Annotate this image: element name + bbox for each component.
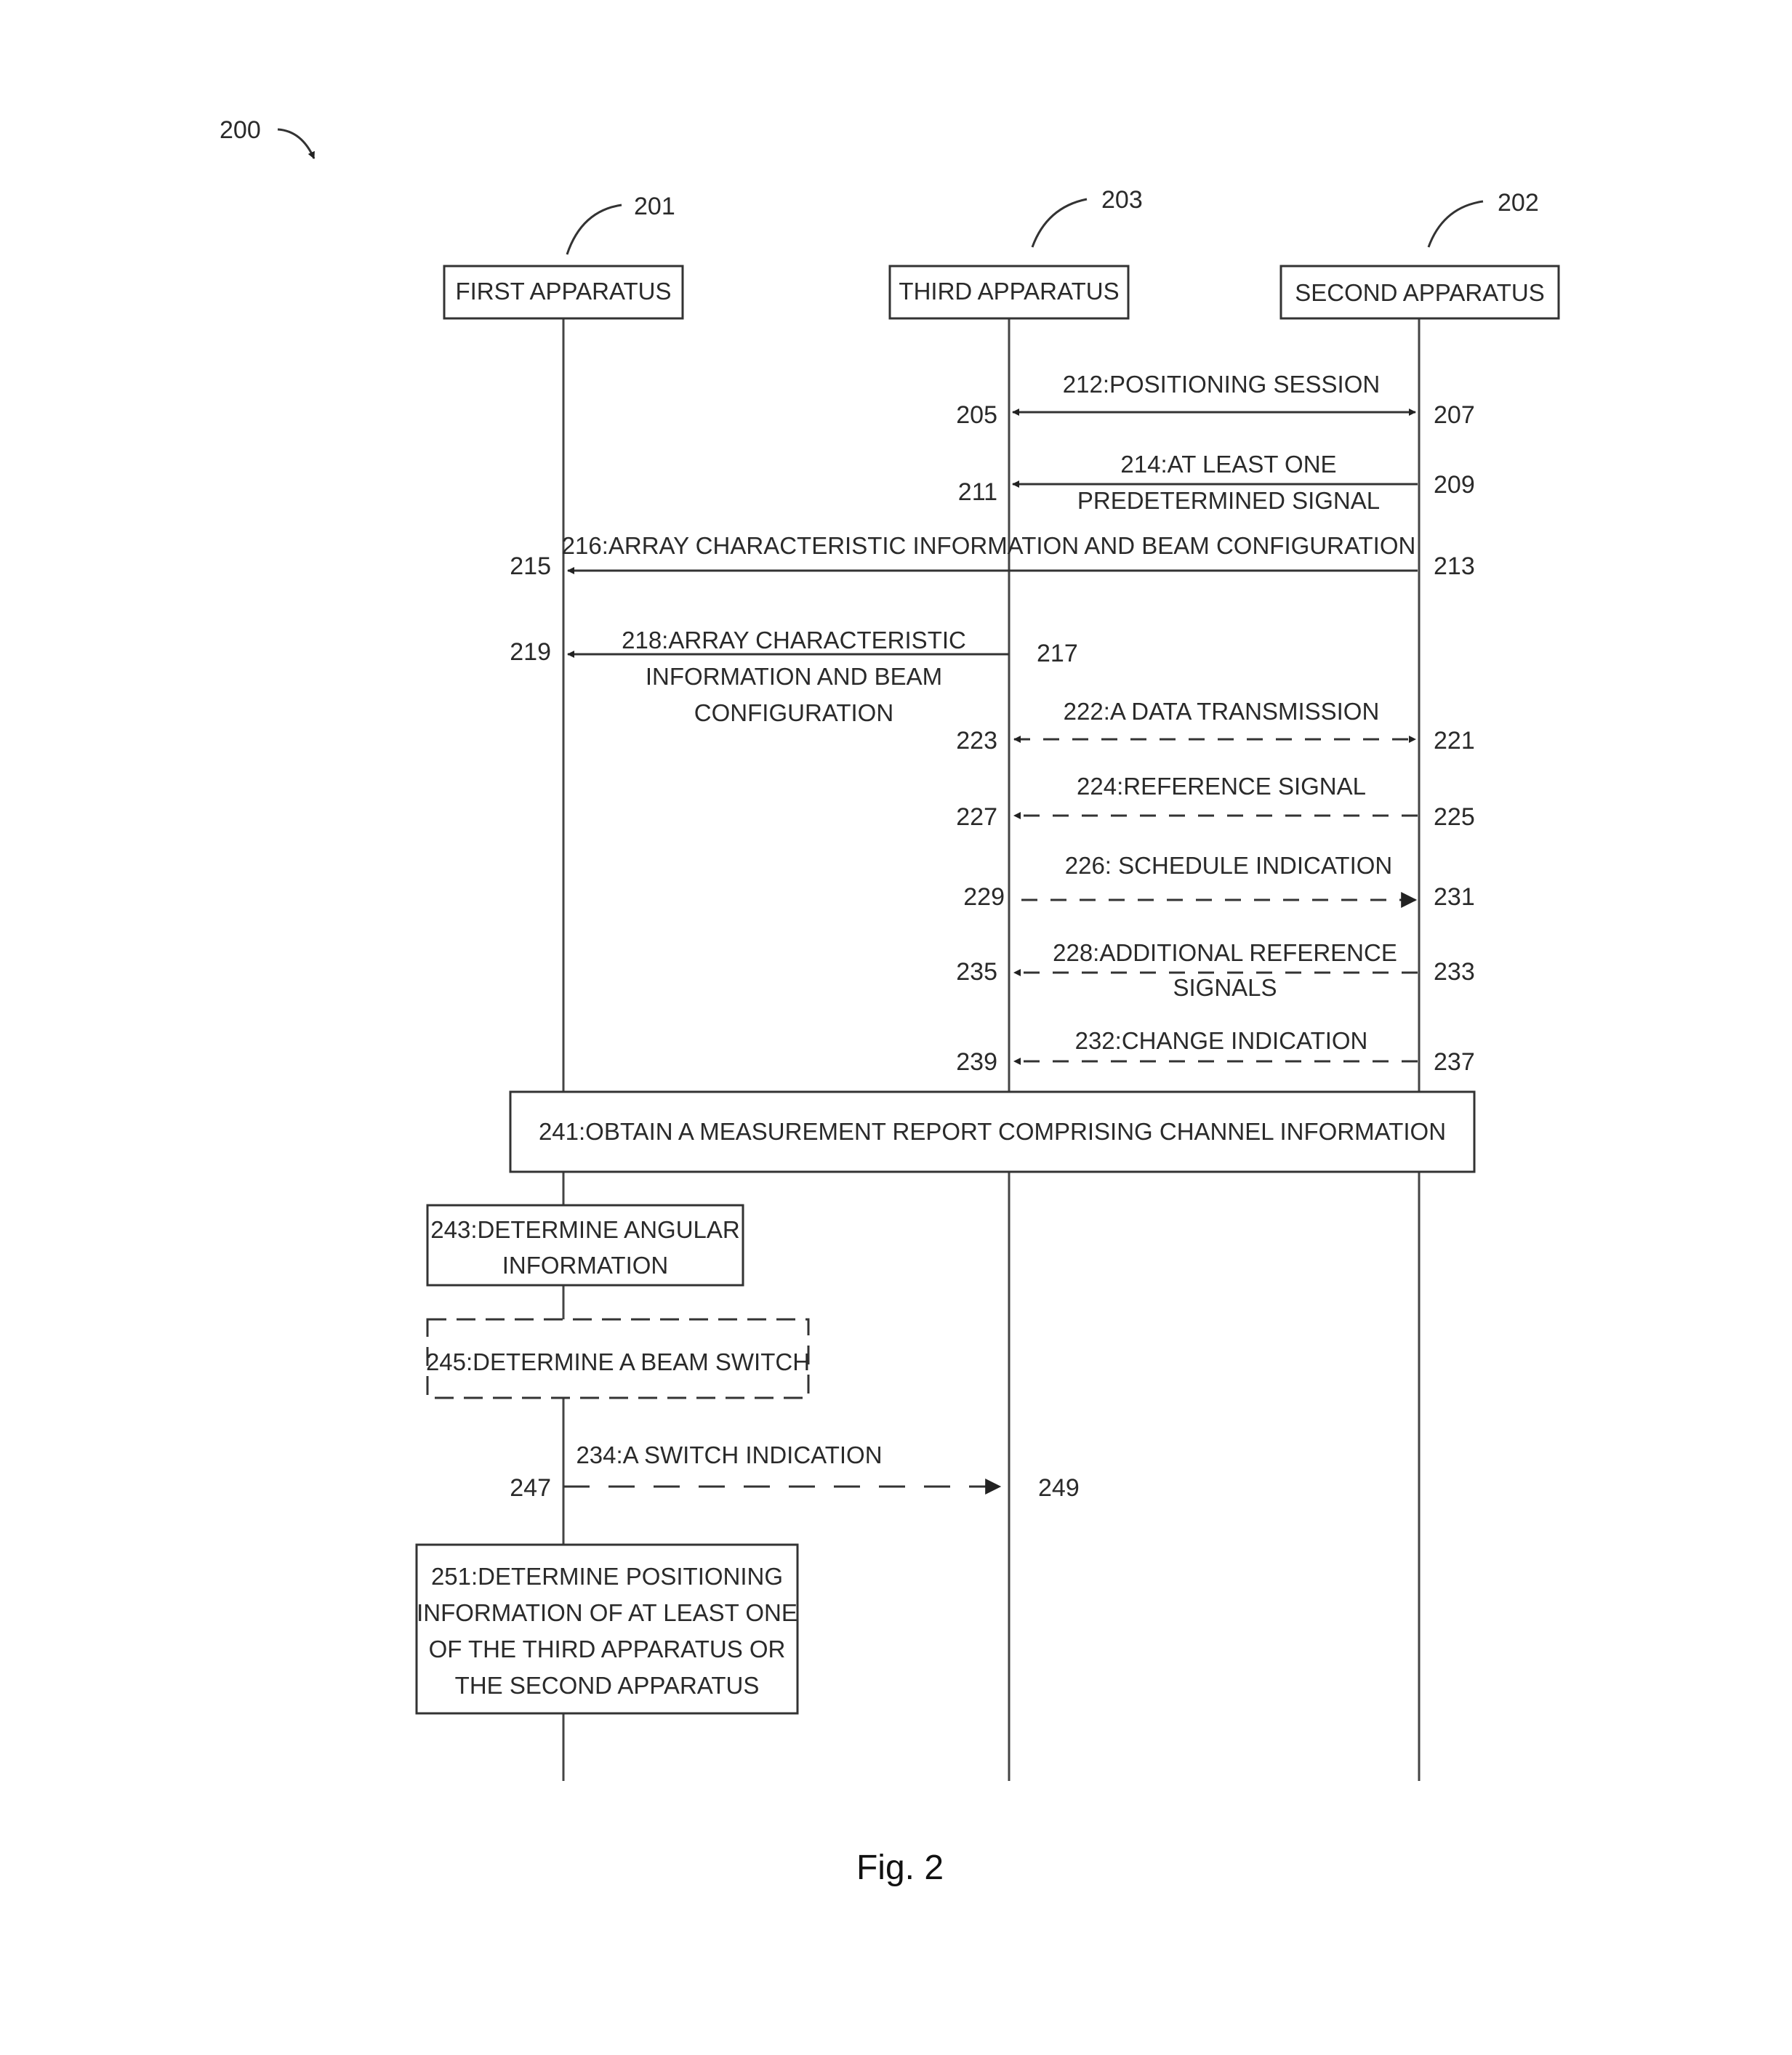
entity-first-apparatus-label: FIRST APPARATUS bbox=[455, 278, 671, 305]
figure-number-leader bbox=[277, 128, 316, 159]
message-234: 234:A SWITCH INDICATION 247 249 bbox=[510, 1441, 1079, 1502]
message-228-label-line1: 228:ADDITIONAL REFERENCE bbox=[1053, 939, 1397, 966]
message-224: 224:REFERENCE SIGNAL 225 227 bbox=[956, 773, 1474, 831]
message-218-ref-219: 219 bbox=[510, 638, 551, 666]
step-251-label-line1: 251:DETERMINE POSITIONING bbox=[431, 1563, 783, 1590]
step-241: 241:OBTAIN A MEASUREMENT REPORT COMPRISI… bbox=[509, 1090, 1476, 1173]
message-222-ref-223: 223 bbox=[956, 727, 997, 755]
message-234-ref-247: 247 bbox=[510, 1474, 551, 1502]
message-224-ref-227: 227 bbox=[956, 803, 997, 831]
message-228-ref-233: 233 bbox=[1434, 958, 1475, 986]
entity-third-apparatus: THIRD APPARATUS bbox=[888, 265, 1130, 320]
step-251: 251:DETERMINE POSITIONING INFORMATION OF… bbox=[415, 1543, 799, 1715]
message-228-label-line2: SIGNALS bbox=[1173, 974, 1277, 1001]
message-214-ref-209: 209 bbox=[1434, 471, 1475, 499]
message-218: 218:ARRAY CHARACTERISTIC INFORMATION AND… bbox=[510, 627, 1077, 726]
message-222: 222:A DATA TRANSMISSION 221 223 bbox=[956, 698, 1474, 755]
message-216-ref-215: 215 bbox=[510, 552, 551, 580]
step-243-label-line2: INFORMATION bbox=[502, 1252, 669, 1279]
entity-second-apparatus: SECOND APPARATUS bbox=[1279, 265, 1560, 320]
message-218-ref-217: 217 bbox=[1037, 640, 1078, 667]
step-245: 245:DETERMINE A BEAM SWITCH bbox=[426, 1318, 810, 1399]
message-228: 228:ADDITIONAL REFERENCE SIGNALS 233 235 bbox=[956, 939, 1474, 1001]
message-222-label: 222:A DATA TRANSMISSION bbox=[1064, 698, 1380, 725]
step-251-label-line2: INFORMATION OF AT LEAST ONE bbox=[417, 1599, 797, 1626]
message-234-label: 234:A SWITCH INDICATION bbox=[576, 1441, 882, 1468]
message-214-label-line2: PREDETERMINED SIGNAL bbox=[1077, 487, 1380, 514]
message-232-ref-239: 239 bbox=[956, 1048, 997, 1076]
step-245-label: 245:DETERMINE A BEAM SWITCH bbox=[426, 1348, 810, 1375]
step-243-label-line1: 243:DETERMINE ANGULAR bbox=[430, 1216, 739, 1243]
entity-ref-201: 201 bbox=[634, 193, 675, 220]
message-218-label-line2: INFORMATION AND BEAM bbox=[646, 663, 942, 690]
step-251-label-line3: OF THE THIRD APPARATUS OR bbox=[429, 1636, 786, 1662]
message-212-label: 212:POSITIONING SESSION bbox=[1063, 371, 1380, 398]
entity-ref-202: 202 bbox=[1498, 189, 1539, 217]
entity-ref-201-leader bbox=[566, 204, 622, 255]
figure-number: 200 bbox=[220, 116, 261, 144]
step-241-label: 241:OBTAIN A MEASUREMENT REPORT COMPRISI… bbox=[539, 1118, 1446, 1145]
message-222-ref-221: 221 bbox=[1434, 727, 1475, 755]
message-218-label-line3: CONFIGURATION bbox=[694, 699, 893, 726]
entity-third-apparatus-label: THIRD APPARATUS bbox=[899, 278, 1119, 305]
message-224-label: 224:REFERENCE SIGNAL bbox=[1077, 773, 1366, 800]
message-214-label-line1: 214:AT LEAST ONE bbox=[1120, 451, 1336, 478]
message-232: 232:CHANGE INDICATION 237 239 bbox=[956, 1027, 1474, 1076]
message-232-label: 232:CHANGE INDICATION bbox=[1075, 1027, 1368, 1054]
entity-ref-203: 203 bbox=[1101, 186, 1143, 214]
message-212-ref-207: 207 bbox=[1434, 401, 1475, 429]
entity-first-apparatus: FIRST APPARATUS bbox=[443, 265, 684, 320]
entity-ref-202-leader bbox=[1427, 200, 1484, 248]
message-234-ref-249: 249 bbox=[1038, 1474, 1080, 1502]
entity-ref-203-leader bbox=[1031, 198, 1088, 248]
step-251-label-line4: THE SECOND APPARATUS bbox=[455, 1672, 760, 1699]
message-228-ref-235: 235 bbox=[956, 958, 997, 986]
message-214-ref-211: 211 bbox=[958, 478, 997, 506]
step-243: 243:DETERMINE ANGULAR INFORMATION bbox=[426, 1204, 744, 1287]
message-214: 214:AT LEAST ONE PREDETERMINED SIGNAL 20… bbox=[958, 451, 1475, 514]
message-212: 212:POSITIONING SESSION 207 205 bbox=[956, 371, 1474, 429]
message-226-label: 226: SCHEDULE INDICATION bbox=[1065, 852, 1393, 879]
message-216-label: 216:ARRAY CHARACTERISTIC INFORMATION AND… bbox=[562, 532, 1416, 559]
message-226: 226: SCHEDULE INDICATION 229 231 bbox=[963, 852, 1474, 911]
message-232-ref-237: 237 bbox=[1434, 1048, 1475, 1076]
message-226-ref-231: 231 bbox=[1434, 883, 1475, 911]
message-216-ref-213: 213 bbox=[1434, 552, 1475, 580]
message-224-ref-225: 225 bbox=[1434, 803, 1475, 831]
message-218-label-line1: 218:ARRAY CHARACTERISTIC bbox=[622, 627, 966, 654]
message-216: 216:ARRAY CHARACTERISTIC INFORMATION AND… bbox=[510, 532, 1474, 580]
entity-second-apparatus-label: SECOND APPARATUS bbox=[1295, 279, 1545, 306]
message-212-ref-205: 205 bbox=[956, 401, 997, 429]
message-226-ref-229: 229 bbox=[963, 883, 1005, 911]
figure-caption: Fig. 2 bbox=[856, 1849, 944, 1887]
